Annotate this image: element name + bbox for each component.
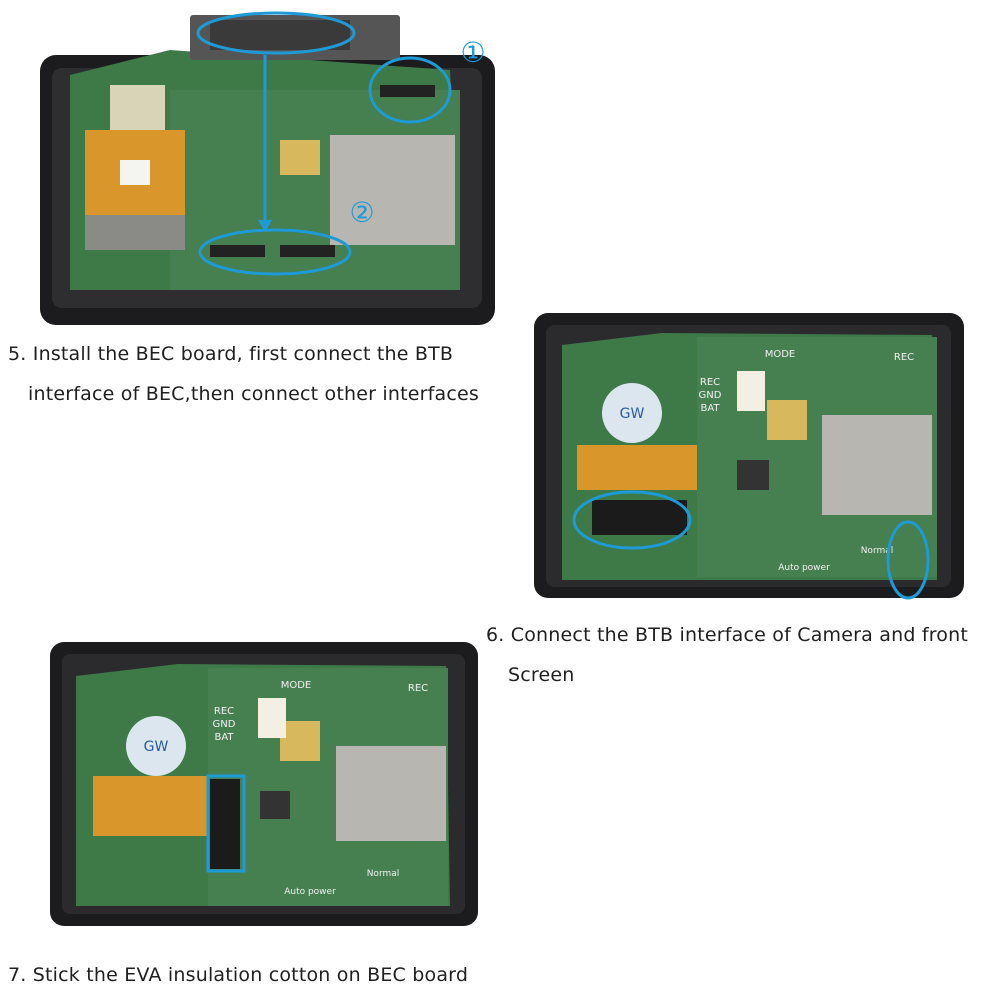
svg-text:Normal: Normal	[367, 869, 400, 879]
highlight-screen-btb	[886, 520, 930, 600]
highlight-btb-ribbon	[196, 11, 356, 55]
photo-step5-board-install: ① ②	[40, 11, 495, 325]
step-7-line-1: 7. Stick the EVA insulation cotton on BE…	[8, 964, 469, 986]
metal-shield	[336, 746, 446, 841]
svg-text:GW: GW	[144, 739, 169, 755]
gw-sticker	[126, 716, 186, 776]
svg-text:BAT: BAT	[700, 403, 720, 414]
svg-text:MODE: MODE	[281, 680, 312, 691]
highlight-btb-bec	[368, 56, 452, 124]
highlight-camera-btb	[572, 490, 692, 550]
photo-step6-btb-connect: GW MODE REC REC GND BAT Normal Auto powe…	[534, 313, 964, 600]
flex-cable	[577, 445, 697, 490]
step-6-line-2: Screen	[508, 664, 575, 686]
highlight-other-interfaces	[198, 228, 352, 276]
svg-text:BAT: BAT	[214, 732, 234, 743]
svg-text:GW: GW	[620, 406, 645, 422]
step-6-caption: 6. Connect the BTB interface of Camera a…	[486, 615, 968, 695]
marker-2: ②	[349, 196, 374, 229]
gw-sticker	[602, 383, 662, 443]
step-5-caption: 5. Install the BEC board, first connect …	[8, 334, 479, 414]
svg-text:REC: REC	[408, 683, 428, 694]
svg-text:MODE: MODE	[765, 349, 796, 360]
svg-text:Normal: Normal	[861, 546, 894, 556]
step-6-line-1: 6. Connect the BTB interface of Camera a…	[486, 624, 969, 646]
svg-text:REC: REC	[700, 377, 720, 388]
step-7-caption: 7. Stick the EVA insulation cotton on BE…	[8, 955, 468, 995]
flex-cable	[93, 776, 208, 836]
svg-text:Auto power: Auto power	[778, 563, 830, 573]
svg-text:GND: GND	[699, 390, 722, 401]
svg-text:Auto power: Auto power	[284, 887, 336, 897]
metal-shield	[330, 135, 455, 245]
marker-1: ①	[460, 36, 485, 69]
highlight-eva-cotton	[206, 774, 246, 873]
svg-text:REC: REC	[214, 706, 234, 717]
photo-step7-eva-cotton: GW MODE REC REC GND BAT Normal Auto powe…	[50, 642, 478, 926]
svg-text:GND: GND	[213, 719, 236, 730]
step-5-line-1: 5. Install the BEC board, first connect …	[8, 343, 454, 365]
arrow-head	[258, 220, 272, 232]
metal-shield	[822, 415, 932, 515]
svg-text:REC: REC	[894, 352, 914, 363]
step-5-line-2: interface of BEC,then connect other inte…	[28, 383, 480, 405]
